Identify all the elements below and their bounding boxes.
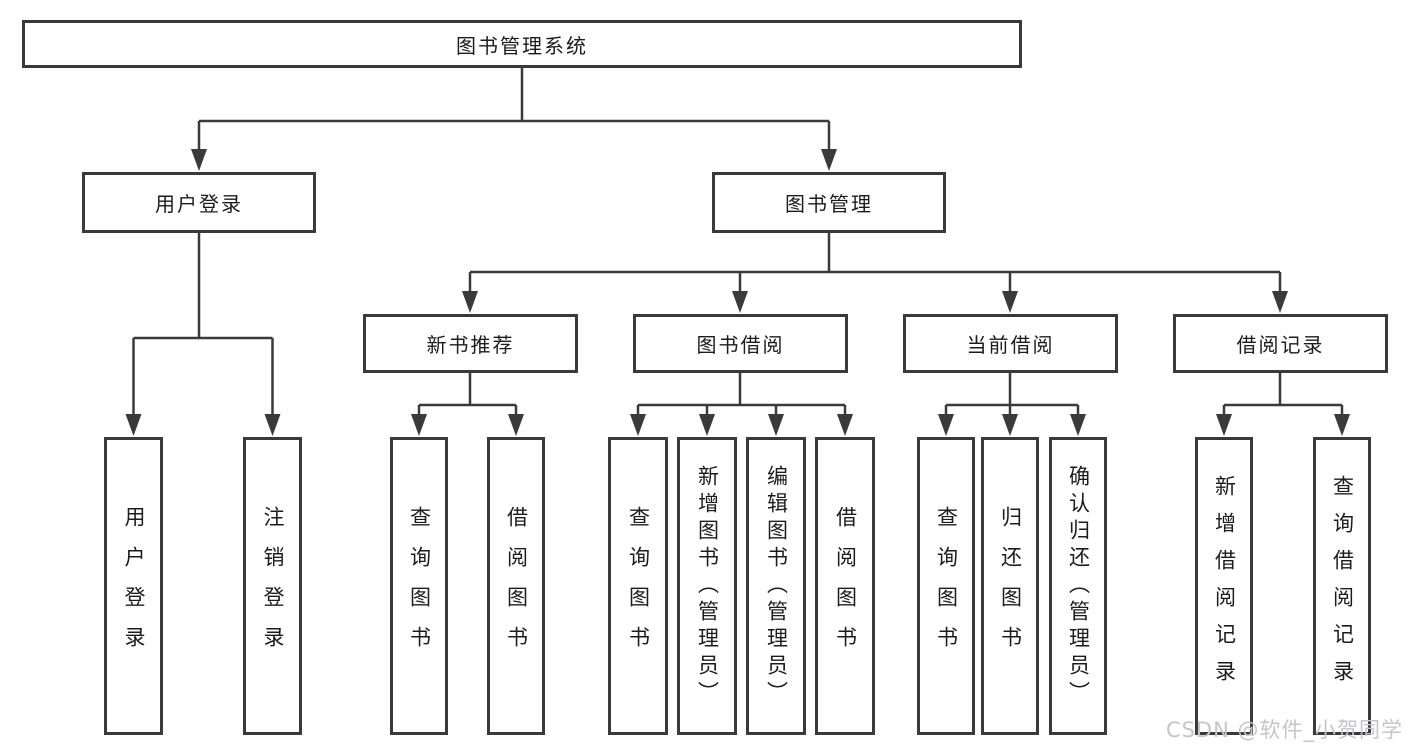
leaf-nbr-borrow-books: 借阅图书 [487, 437, 545, 735]
node-current-borrowing: 当前借阅 [903, 314, 1118, 373]
node-label: 查询图书 [934, 506, 959, 666]
node-label: 注销登录 [261, 506, 286, 666]
leaf-bb-borrow-books: 借阅图书 [815, 437, 875, 735]
node-label: 用户登录 [122, 506, 147, 666]
leaf-logout: 注销登录 [243, 437, 302, 735]
node-label: 图书管理系统 [456, 33, 588, 58]
node-label: 确认归还（管理员） [1066, 464, 1091, 708]
node-label: 新增借阅记录 [1212, 475, 1237, 697]
leaf-br-query-record: 查询借阅记录 [1313, 437, 1371, 735]
edges-book-management [462, 233, 1288, 313]
edges-new-book-recommend [411, 373, 524, 436]
leaf-br-add-record: 新增借阅记录 [1195, 437, 1253, 735]
node-label: 借阅图书 [833, 506, 858, 666]
node-label: 编辑图书（管理员） [764, 464, 789, 708]
edges-borrowing-records [1216, 373, 1350, 436]
leaf-nbr-query-books: 查询图书 [390, 437, 448, 735]
node-label: 借阅图书 [504, 506, 529, 666]
edges-user-login [125, 233, 281, 436]
node-label: 借阅记录 [1236, 333, 1325, 357]
node-label: 新增图书（管理员） [695, 464, 720, 708]
node-new-book-recommend: 新书推荐 [363, 314, 578, 373]
leaf-cb-return-books: 归还图书 [981, 437, 1039, 735]
leaf-bb-query-books: 查询图书 [608, 437, 668, 735]
edges-current-borrowing [938, 373, 1086, 436]
node-label: 图书管理 [785, 192, 873, 216]
csdn-watermark: CSDN @软件_小贺同学 [1165, 718, 1403, 742]
leaf-user-login: 用户登录 [104, 437, 163, 735]
node-book-management: 图书管理 [712, 172, 946, 233]
node-label: 查询图书 [626, 506, 651, 666]
node-label: 当前借阅 [966, 333, 1055, 357]
leaf-cb-query-books: 查询图书 [917, 437, 975, 735]
node-book-borrowing: 图书借阅 [633, 314, 848, 373]
leaf-bb-add-books-admin: 新增图书（管理员） [677, 437, 737, 735]
node-label: 查询图书 [407, 506, 432, 666]
leaf-bb-edit-books-admin: 编辑图书（管理员） [746, 437, 806, 735]
node-label: 用户登录 [155, 192, 243, 216]
leaf-cb-confirm-return-admin: 确认归还（管理员） [1049, 437, 1107, 735]
edges-book-borrowing [630, 373, 853, 436]
node-borrowing-records: 借阅记录 [1173, 314, 1388, 373]
node-library-management-system: 图书管理系统 [22, 20, 1022, 68]
node-label: 查询借阅记录 [1330, 475, 1355, 697]
node-label: 归还图书 [998, 506, 1023, 666]
edges-root [191, 68, 837, 171]
node-label: 图书借阅 [696, 333, 785, 357]
node-user-login-group: 用户登录 [82, 172, 316, 233]
node-label: 新书推荐 [426, 333, 515, 357]
